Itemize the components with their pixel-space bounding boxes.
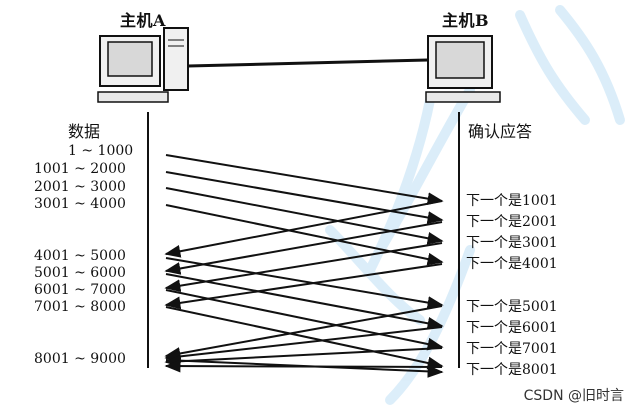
ack-arrow <box>164 347 443 368</box>
host-a-label: 主机A <box>120 11 166 30</box>
segment-label: 3001 ~ 4000 <box>34 196 126 212</box>
ack-arrow <box>164 221 443 275</box>
segment-label: 5001 ~ 6000 <box>34 265 126 281</box>
segment-label: 1001 ~ 2000 <box>34 161 126 177</box>
computer-icon <box>425 35 501 103</box>
ack-label: 下一个是8001 <box>466 362 558 378</box>
segment-arrow <box>165 257 444 309</box>
ack-arrow <box>164 326 443 363</box>
ack-label: 下一个是6001 <box>466 320 558 336</box>
segment-label: 7001 ~ 8000 <box>34 299 126 315</box>
ack-arrow <box>164 263 443 310</box>
data-column-title: 数据 <box>68 122 101 141</box>
ack-label: 下一个是5001 <box>466 299 558 315</box>
ack-label: 下一个是7001 <box>466 341 558 357</box>
ack-label: 下一个是3001 <box>466 235 558 251</box>
segment-label: 8001 ~ 9000 <box>34 351 126 367</box>
segment-arrow <box>165 289 444 351</box>
segment-arrow <box>165 273 444 330</box>
ack-arrow <box>164 305 443 360</box>
ack-arrows <box>164 200 443 373</box>
segment-label: 2001 ~ 3000 <box>34 179 126 195</box>
ack-arrow <box>164 359 443 373</box>
ack-label: 下一个是2001 <box>466 214 558 230</box>
segment-arrow <box>165 187 444 245</box>
ack-arrow <box>164 242 443 292</box>
segment-arrow <box>165 204 444 266</box>
ack-label: 下一个是1001 <box>466 193 558 209</box>
network-link <box>187 58 429 68</box>
segment-arrow <box>165 171 444 224</box>
ack-arrow <box>164 200 443 258</box>
ack-column-title: 确认应答 <box>468 122 533 141</box>
segment-label: 6001 ~ 7000 <box>34 282 126 298</box>
host-b-label: 主机B <box>442 11 490 30</box>
segment-label: 1 ~ 1000 <box>68 143 134 159</box>
segment-label: 4001 ~ 5000 <box>34 248 126 264</box>
segment-arrow <box>165 154 444 205</box>
watermark-text: CSDN @旧时言 <box>523 388 624 404</box>
computer-icon <box>97 27 189 103</box>
segment-arrow <box>165 306 444 370</box>
ack-label: 下一个是4001 <box>466 256 558 272</box>
